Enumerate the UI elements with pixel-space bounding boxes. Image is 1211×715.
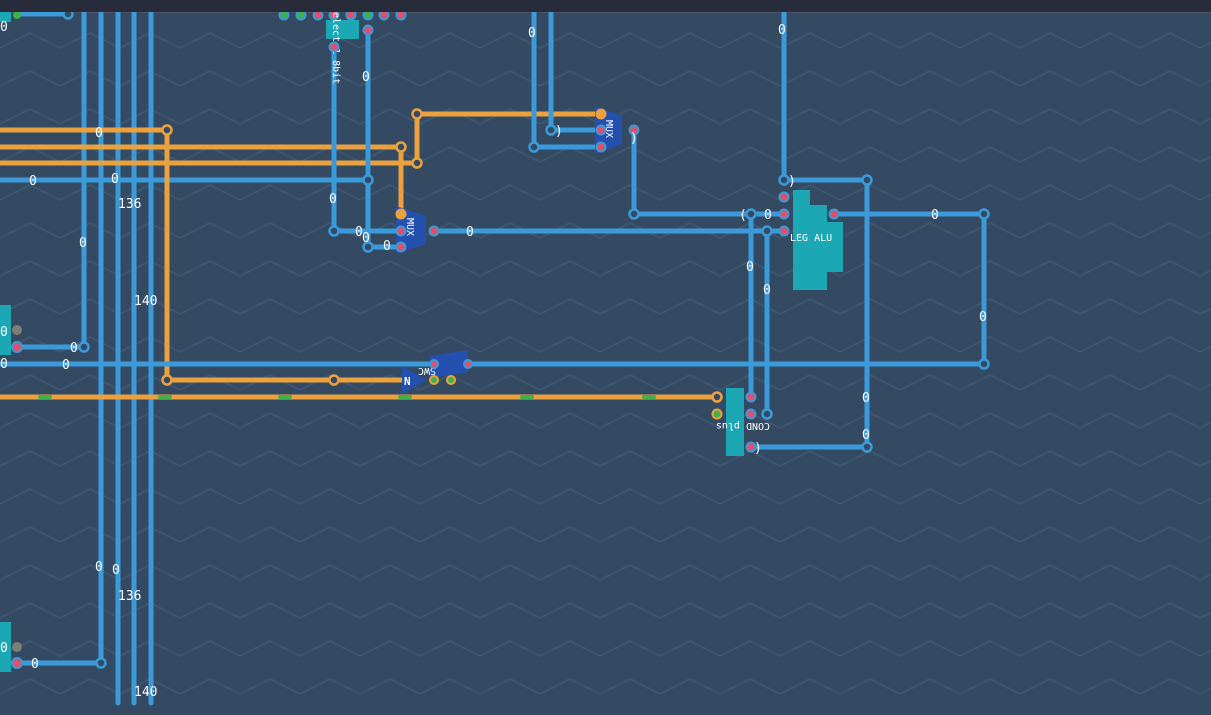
component-left-top[interactable] <box>0 12 11 22</box>
wire-value: 0 <box>355 225 363 240</box>
mux-top-label: MUX <box>603 120 614 138</box>
wire-value: 0 <box>70 341 78 356</box>
wire-value: 0 <box>111 172 119 187</box>
wire-value: 0 <box>778 23 786 38</box>
pin-green[interactable] <box>13 12 21 19</box>
wire-value: 0 <box>862 428 870 443</box>
wire-bus-markers <box>38 395 656 399</box>
wire-value: 136 <box>118 589 141 604</box>
swc-pin-in[interactable] <box>429 359 439 369</box>
wire-value: 136 <box>118 197 141 212</box>
alu-pin-b[interactable] <box>778 225 790 237</box>
pin-gray[interactable] <box>12 325 22 335</box>
wire-value: 0 <box>746 260 754 275</box>
alu-pin-op[interactable] <box>778 191 790 203</box>
wire-value: 0 <box>362 70 370 85</box>
wire-value: 0 <box>979 310 987 325</box>
wire-value: 0 <box>95 126 103 141</box>
wire-group-left-horizontal[interactable] <box>0 12 987 666</box>
swc-label: SWC <box>418 365 436 376</box>
pin-gray[interactable] <box>12 642 22 652</box>
wire-group-alu[interactable] <box>748 12 987 450</box>
wire-value: 0 <box>931 208 939 223</box>
wire-value: 0 <box>528 26 536 41</box>
mux-mid-pin-a[interactable] <box>395 225 407 237</box>
cond-pin-flag[interactable] <box>711 408 723 420</box>
wire-value: 0 <box>362 231 370 246</box>
mux-top-pin-select[interactable] <box>595 108 607 120</box>
select-pin[interactable] <box>328 41 340 53</box>
wire-value: ) <box>788 174 796 189</box>
component-left-upper[interactable] <box>0 305 11 355</box>
wire-value: 0 <box>0 357 8 372</box>
mux-mid-label: MUX <box>404 218 415 236</box>
cond-pin-b[interactable] <box>745 408 757 420</box>
wire-value: 0 <box>862 391 870 406</box>
wire-value: ) <box>754 441 762 456</box>
wire-value: 140 <box>134 685 157 700</box>
wire-value: 0 <box>62 358 70 373</box>
wire-value: ) <box>630 131 638 146</box>
wire-value: 0 <box>0 20 8 35</box>
wire-value: 0 <box>112 563 120 578</box>
not-label: N <box>404 375 411 388</box>
wire-value: 140 <box>134 294 157 309</box>
wire-value: ( <box>739 208 747 223</box>
wire-joints <box>62 12 990 669</box>
wire-value-labels: 0 0 0 136 0 140 0 0 0 0 0 0 0 0 0 0 0 ) … <box>0 20 987 700</box>
swc-component[interactable] <box>430 350 468 378</box>
not-component[interactable] <box>402 366 426 394</box>
wire-value: 0 <box>79 236 87 251</box>
wire-value: 0 <box>466 225 474 240</box>
mux-mid-pin-out[interactable] <box>428 225 440 237</box>
wire-value: 0 <box>0 325 8 340</box>
not-pin-aux[interactable] <box>446 375 456 385</box>
wire-value: ) <box>555 124 563 139</box>
cond-pin-a[interactable] <box>745 391 757 403</box>
wire-value: 0 <box>0 641 8 656</box>
wire-value: 0 <box>95 560 103 575</box>
cond-label: COND plus <box>716 420 770 431</box>
wire-group-mux[interactable] <box>331 12 787 250</box>
select-input-pins[interactable] <box>278 12 407 21</box>
pin-output[interactable] <box>11 341 23 353</box>
alu-pin-out[interactable] <box>828 208 840 220</box>
alu-label: LEG ALU <box>790 233 832 244</box>
mux-top-pin-b[interactable] <box>595 141 607 153</box>
component-left-lower[interactable] <box>0 622 11 672</box>
alu-component[interactable] <box>793 190 843 290</box>
cond-component[interactable] <box>726 388 744 456</box>
not-pin-out[interactable] <box>429 375 439 385</box>
mux-mid-pin-b[interactable] <box>395 241 407 253</box>
swc-pin-out[interactable] <box>463 359 473 369</box>
pin-output[interactable] <box>11 657 23 669</box>
mux-mid-pin-select[interactable] <box>395 208 407 220</box>
circuit-board[interactable]: elect 1 8bit MUX MUX LEG ALU <box>0 12 1211 715</box>
wire-value: 0 <box>31 657 39 672</box>
wire-value: 0 <box>764 208 772 223</box>
wire-value: 0 <box>29 174 37 189</box>
wire-value: 0 <box>329 192 337 207</box>
select-pin[interactable] <box>362 24 374 36</box>
wire-value: 0 <box>763 283 771 298</box>
cond-pin-out[interactable] <box>745 441 757 453</box>
mux-top-pin-a[interactable] <box>595 124 607 136</box>
select-component[interactable] <box>326 20 359 39</box>
alu-pin-a[interactable] <box>778 208 790 220</box>
wire-value: 0 <box>383 239 391 254</box>
mux-top-pin-out[interactable] <box>628 124 640 136</box>
